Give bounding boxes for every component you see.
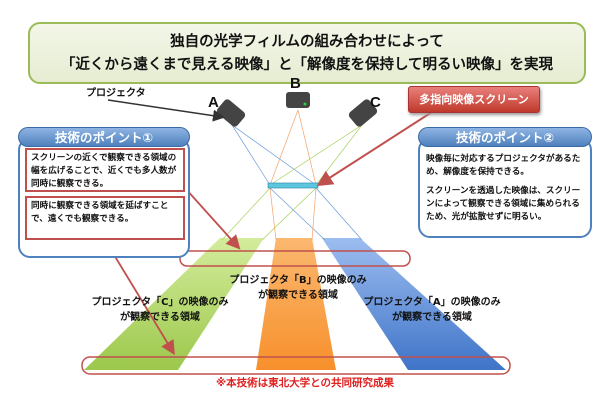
footer-note: ※本技術は東北大学との共同研究成果 xyxy=(215,377,395,389)
headline-line2: 「近くから遠くまで見える映像」と「解像度を保持して明るい映像」を実現 xyxy=(60,57,554,73)
projector-a-icon xyxy=(216,99,246,127)
tech-point-2-para2: スクリーンを透過した映像は、スクリーンによって観察できる領域に集められるため、光… xyxy=(426,186,581,222)
region-a-line2: が観察できる領域 xyxy=(392,312,472,323)
far-region-outline xyxy=(81,356,511,375)
region-c-label: プロジェクタ「C」の映像のみ が観察できる領域 xyxy=(80,295,240,325)
region-b-line2: が観察できる領域 xyxy=(258,290,338,301)
screen-pointer-arrow xyxy=(316,111,433,187)
point1-arrow-near xyxy=(184,187,241,250)
point1-arrow-far xyxy=(104,239,175,356)
projector-pointer-arrow xyxy=(107,99,225,122)
region-a-label: プロジェクタ「A」の映像のみ が観察できる領域 xyxy=(352,295,512,325)
light-rays xyxy=(221,109,363,241)
beam-blue xyxy=(322,238,506,370)
tech-point-1-box2: 同時に観察できる領域を延ばすことで、遠くでも観察できる。 xyxy=(25,196,185,240)
tech-point-2-header: 技術のポイント② xyxy=(418,127,592,147)
projector-a-label: A xyxy=(208,94,219,111)
tech-point-2-panel xyxy=(418,138,592,238)
tech-point-1-header: 技術のポイント① xyxy=(18,127,190,147)
projector-b-label: B xyxy=(290,75,301,92)
headline-line1: 独自の光学フィルムの組み合わせによって xyxy=(170,34,444,50)
beam-orange xyxy=(256,238,336,370)
region-c-line1: プロジェクタ「C」の映像のみ xyxy=(91,297,229,308)
projector-caption: プロジェクタ xyxy=(86,88,146,99)
region-b-label: プロジェクタ「B」の映像のみ が観察できる領域 xyxy=(218,273,378,303)
beam-green xyxy=(84,238,264,370)
near-region-outline xyxy=(179,250,411,267)
region-b-line1: プロジェクタ「B」の映像のみ xyxy=(229,275,367,286)
tech-point-2-para1: 映像毎に対応するプロジェクタがあるため、解像度を保持できる。 xyxy=(426,154,581,177)
region-c-line2: が観察できる領域 xyxy=(120,312,200,323)
region-a-line1: プロジェクタ「A」の映像のみ xyxy=(363,297,501,308)
projector-b-icon xyxy=(286,92,310,108)
screen-bar xyxy=(267,182,319,189)
projector-c-icon xyxy=(348,99,378,127)
headline-box: 独自の光学フィルムの組み合わせによって 「近くから遠くまで見える映像」と「解像度… xyxy=(28,22,586,84)
projector-c-label: C xyxy=(370,94,381,111)
multi-directional-screen-label: 多指向映像スクリーン xyxy=(408,86,540,113)
tech-point-1-box1: スクリーンの近くで観察できる領域の幅を広げることで、近くでも多人数が同時に観察で… xyxy=(25,148,185,192)
